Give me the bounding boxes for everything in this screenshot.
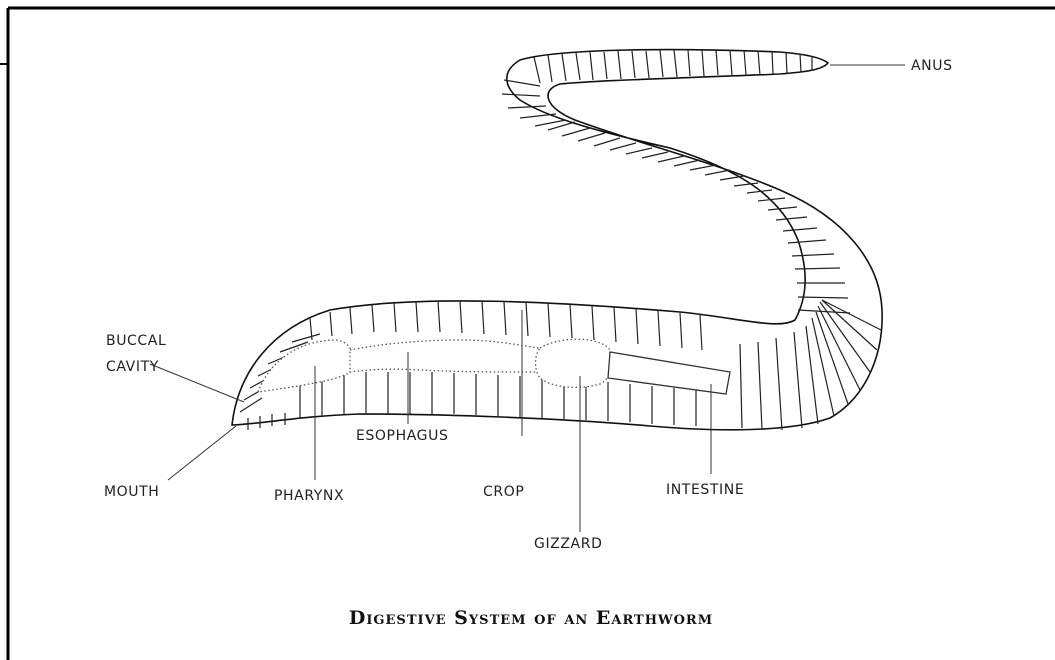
- label-intestine: INTESTINE: [666, 482, 744, 498]
- label-esophagus: ESOPHAGUS: [356, 428, 448, 444]
- tail-segments: [502, 50, 850, 313]
- esophagus-organ: [350, 340, 540, 372]
- label-crop: CROP: [483, 484, 524, 500]
- leader-lines: [150, 65, 905, 532]
- worm-body: [232, 50, 882, 430]
- label-buccal-line1: BUCCAL: [106, 333, 166, 349]
- label-gizzard: GIZZARD: [534, 536, 602, 552]
- label-anus: ANUS: [911, 58, 953, 74]
- label-buccal-line2: CAVITY: [106, 359, 159, 375]
- label-pharynx: PHARYNX: [274, 488, 344, 504]
- gizzard-organ: [536, 339, 612, 387]
- diagram-title: Digestive System of an Earthworm: [349, 607, 713, 629]
- label-mouth: MOUTH: [104, 484, 159, 500]
